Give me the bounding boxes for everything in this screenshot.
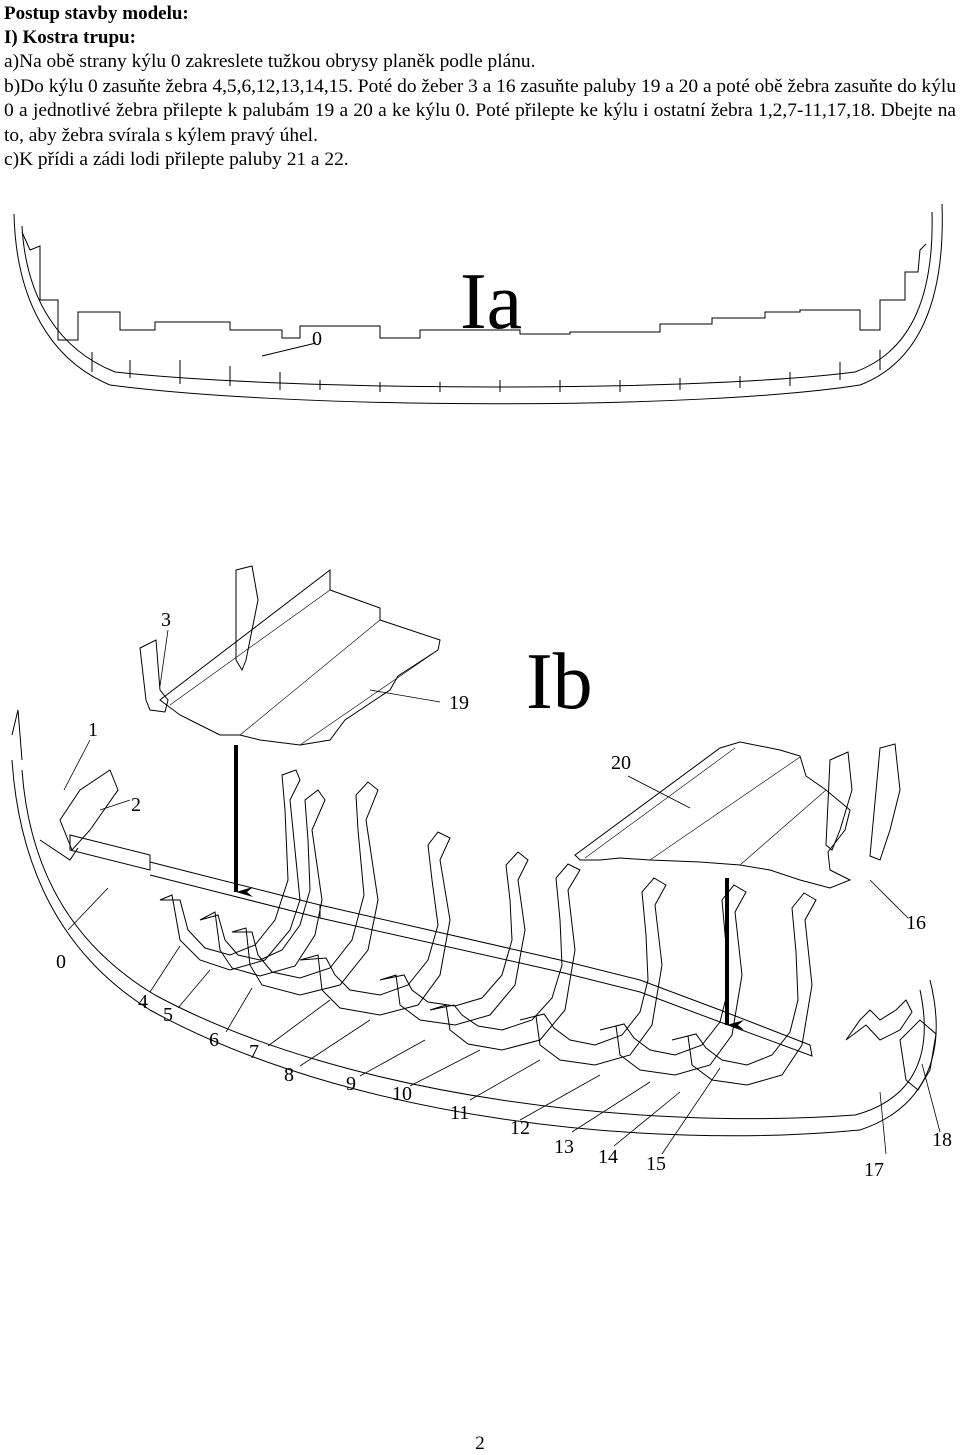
section-heading: I) Kostra trupu: <box>4 27 136 48</box>
keel-outer-outline <box>13 203 943 405</box>
frame-18-outline <box>899 1019 937 1091</box>
frame-label-9: 9 <box>346 1073 356 1095</box>
frame-label-10: 10 <box>392 1083 412 1105</box>
document-heading: Postup stavby modelu: <box>4 3 189 24</box>
frame-3-outline <box>139 565 259 713</box>
keel-top-edge <box>21 231 927 341</box>
frame-label-12: 12 <box>510 1117 530 1139</box>
frame-12-outline <box>671 892 817 1086</box>
frame-label-11: 11 <box>450 1102 469 1124</box>
keel-leader-line <box>261 342 317 357</box>
frame-label-14: 14 <box>598 1146 618 1168</box>
frame-2-outline <box>11 709 119 861</box>
frame-5-outline <box>199 789 326 977</box>
frame-label-6: 6 <box>209 1029 219 1051</box>
step-c-text: c)K přídi a zádi lodi přilepte paluby 21… <box>4 149 349 170</box>
frame-label-2: 2 <box>131 794 141 816</box>
deck-label-20: 20 <box>611 752 631 774</box>
frame-10-outline <box>519 877 667 1066</box>
figure-ia-keel <box>13 203 943 405</box>
frame-label-7: 7 <box>249 1041 259 1063</box>
frame-7-outline <box>299 831 451 1016</box>
frame-9-outline <box>429 863 581 1051</box>
frame-4-outline <box>159 769 301 971</box>
deck-20-outline <box>574 741 852 889</box>
frame-ribs <box>11 709 937 1091</box>
keel-label-0: 0 <box>56 951 66 973</box>
frame-16-outline <box>825 743 901 861</box>
frame-17-outline <box>845 999 913 1041</box>
deck-19-outline <box>159 568 441 746</box>
step-a-text: a)Na obě strany kýlu 0 zakreslete tužkou… <box>4 51 536 72</box>
step-b-text: b)Do kýlu 0 zasuňte žebra 4,5,6,12,13,14… <box>4 75 957 146</box>
keel-inner-outline <box>21 211 933 388</box>
frame-8-outline <box>379 851 529 1026</box>
frame-label-17: 17 <box>864 1159 884 1181</box>
figure-ib-assembly <box>11 565 941 1155</box>
frame-label-1: 1 <box>88 719 98 741</box>
frame-label-3: 3 <box>161 609 171 631</box>
frame-label-16: 16 <box>906 912 926 934</box>
frame-label-4: 4 <box>138 991 148 1013</box>
leader-lines <box>63 629 941 1155</box>
frame-6-outline <box>231 781 379 996</box>
frame-label-8: 8 <box>284 1064 294 1086</box>
figure-ib-title: Ib <box>526 638 593 726</box>
frame-label-15: 15 <box>646 1153 666 1175</box>
frame-label-18: 18 <box>932 1129 952 1151</box>
frame-label-5: 5 <box>163 1004 173 1026</box>
assembled-keel-outline <box>11 759 937 1137</box>
deck-label-19: 19 <box>449 692 469 714</box>
page-number: 2 <box>475 1433 485 1454</box>
figure-ia-title: Ia <box>460 258 522 346</box>
figure-ia-keel-label: 0 <box>312 328 322 350</box>
instructions: Postup stavby modelu: I) Kostra trupu: a… <box>4 2 956 173</box>
frame-11-outline <box>599 884 747 1076</box>
frame-label-13: 13 <box>554 1136 574 1158</box>
